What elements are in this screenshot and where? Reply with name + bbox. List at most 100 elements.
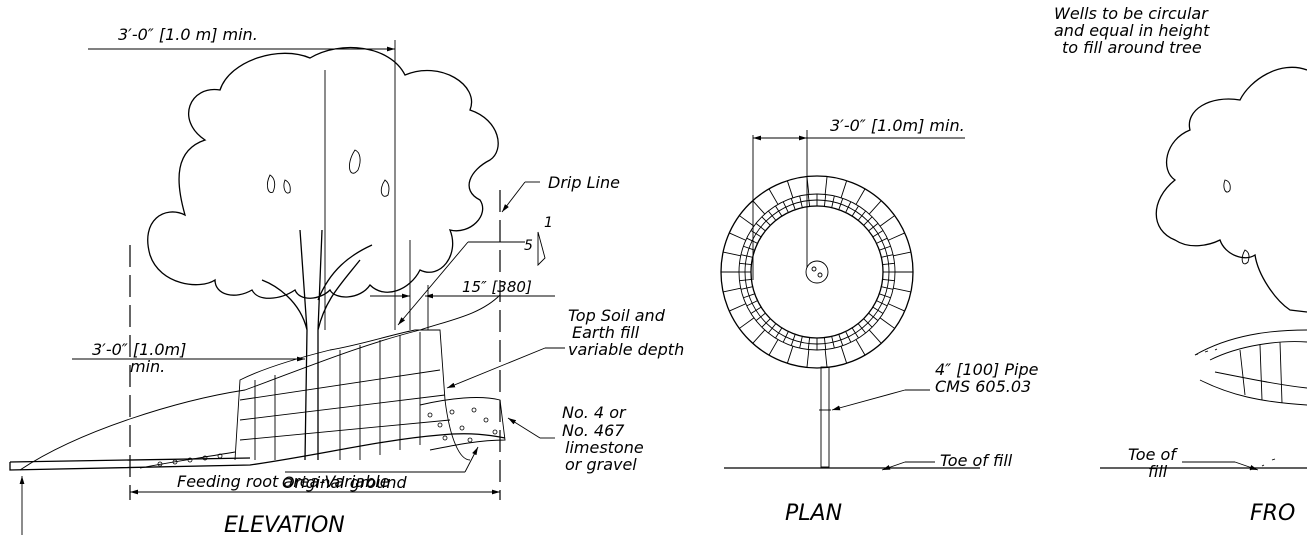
ring-brick-joint <box>863 216 873 226</box>
ring-brick-joint <box>775 327 783 339</box>
topsoil-leader <box>446 347 546 389</box>
ring-brick-joint <box>743 293 755 299</box>
ring-brick-joint <box>768 210 777 221</box>
canopy-highlight <box>283 179 291 194</box>
ring-brick-joint <box>761 318 771 328</box>
front-canopy-highlight <box>1223 179 1231 193</box>
pipe-label-1: 4″ [100] Pipe <box>935 360 1039 379</box>
ring-brick-joint <box>831 195 835 208</box>
ring-stone-joint <box>893 287 911 293</box>
front-toe-leader <box>1234 461 1259 471</box>
original-ground-label: Original ground <box>282 473 408 492</box>
ring-brick-joint <box>872 306 884 314</box>
ring-stone-joint <box>786 346 794 364</box>
plan-toe-label: Toe of fill <box>940 451 1013 470</box>
elevation-gravel-bed <box>139 397 506 469</box>
ring-stone-joint <box>879 317 895 329</box>
topsoil-label-1: Top Soil and <box>568 306 666 325</box>
drip-line-label: Drip Line <box>548 173 620 192</box>
ring-brick-joint <box>755 312 766 321</box>
ring-stone-joint <box>824 349 828 368</box>
ring-brick-joint <box>857 323 866 334</box>
stone-label-2: No. 467 <box>562 421 625 440</box>
ring-brick-joint <box>823 337 827 350</box>
ring-brick-joint <box>876 237 888 244</box>
front-stone-mound <box>1194 329 1307 406</box>
ring-stone-joint <box>888 232 905 241</box>
canopy-highlight <box>380 179 390 197</box>
ring-brick-joint <box>868 223 879 232</box>
wells-note-1: Wells to be circular <box>1054 4 1209 23</box>
ring-stone-joint <box>806 349 810 368</box>
ring-brick-joint <box>838 198 844 210</box>
ring-brick-joint <box>740 286 753 290</box>
ring-stone-joint <box>752 329 766 344</box>
ring-brick-joint <box>881 286 894 290</box>
ring-brick-joint <box>746 237 758 244</box>
drip-leader <box>501 181 526 213</box>
pipe-leader <box>831 389 906 411</box>
plan-tree-trunk <box>805 260 829 284</box>
ring-stone-joint <box>786 180 794 198</box>
ring-stone-joint <box>729 303 746 312</box>
ring-brick-joint <box>872 230 884 238</box>
ring-stone-joint <box>752 200 766 215</box>
ring-brick-joint <box>879 245 891 251</box>
plan-inner-ring <box>750 205 884 339</box>
elevation-fill-slope <box>19 294 501 471</box>
plan-ring-stones <box>721 176 913 368</box>
front-view: Toe of fill FRO <box>1100 66 1307 526</box>
ring-brick-joint <box>768 323 777 334</box>
ring-brick-joint <box>740 254 753 258</box>
ring-stone-joint <box>855 339 866 356</box>
elevation-tree-trunk <box>261 229 373 461</box>
ring-brick-joint <box>868 312 879 321</box>
ring-brick-joint <box>876 300 888 307</box>
slope-leader <box>397 241 469 326</box>
ring-brick-joint <box>857 210 866 221</box>
ring-brick-joint <box>750 306 762 314</box>
ring-stone-joint <box>723 251 741 257</box>
stone-label-3: limestone <box>565 438 644 457</box>
topsoil-label-2: Earth fill <box>572 323 640 342</box>
elev-dim-left-label-1: 3′-0″ [1.0m] <box>92 340 186 359</box>
ring-brick-joint <box>775 205 783 217</box>
ring-stone-joint <box>739 317 755 329</box>
toe-leader <box>881 461 906 471</box>
front-tree-canopy <box>1155 66 1307 313</box>
ring-brick-joint <box>739 278 752 282</box>
wells-note-3: to fill around tree <box>1062 38 1202 57</box>
ring-brick-joint <box>799 336 803 349</box>
ring-brick-joint <box>882 262 895 266</box>
ring-stone-joint <box>840 180 848 198</box>
ring-brick-joint <box>879 293 891 299</box>
ring-brick-joint <box>851 205 859 217</box>
ring-brick-joint <box>845 331 852 343</box>
plan-title: PLAN <box>785 501 842 526</box>
slope-run-label: 5 <box>524 238 533 254</box>
feeding-root-label: Feeding root area-Variable <box>177 472 390 491</box>
elevation-stone-wall <box>234 329 471 461</box>
topsoil-label-3: variable depth <box>568 340 684 359</box>
ring-stone-joint <box>888 303 905 312</box>
front-fill-dots <box>1194 348 1276 471</box>
slope-rise-label: 1 <box>544 215 553 231</box>
ring-stone-joint <box>879 215 895 227</box>
ring-brick-joint <box>851 327 859 339</box>
plan-trunk-detail <box>811 266 817 272</box>
ring-brick-joint <box>863 318 873 328</box>
gravel-dots <box>157 407 498 467</box>
ring-brick-joint <box>807 337 811 350</box>
ring-brick-joint <box>755 223 766 232</box>
ring-stone-joint <box>893 251 911 257</box>
ring-brick-joint <box>790 198 796 210</box>
ring-brick-joint <box>882 278 895 282</box>
ring-brick-joint <box>782 331 789 343</box>
ring-brick-joint <box>799 195 803 208</box>
stone-label-4: or gravel <box>565 455 637 474</box>
canopy-highlight <box>348 149 361 174</box>
ring-stone-joint <box>768 188 779 205</box>
plan-trunk-detail <box>817 272 823 278</box>
ring-stone-joint <box>729 232 746 241</box>
